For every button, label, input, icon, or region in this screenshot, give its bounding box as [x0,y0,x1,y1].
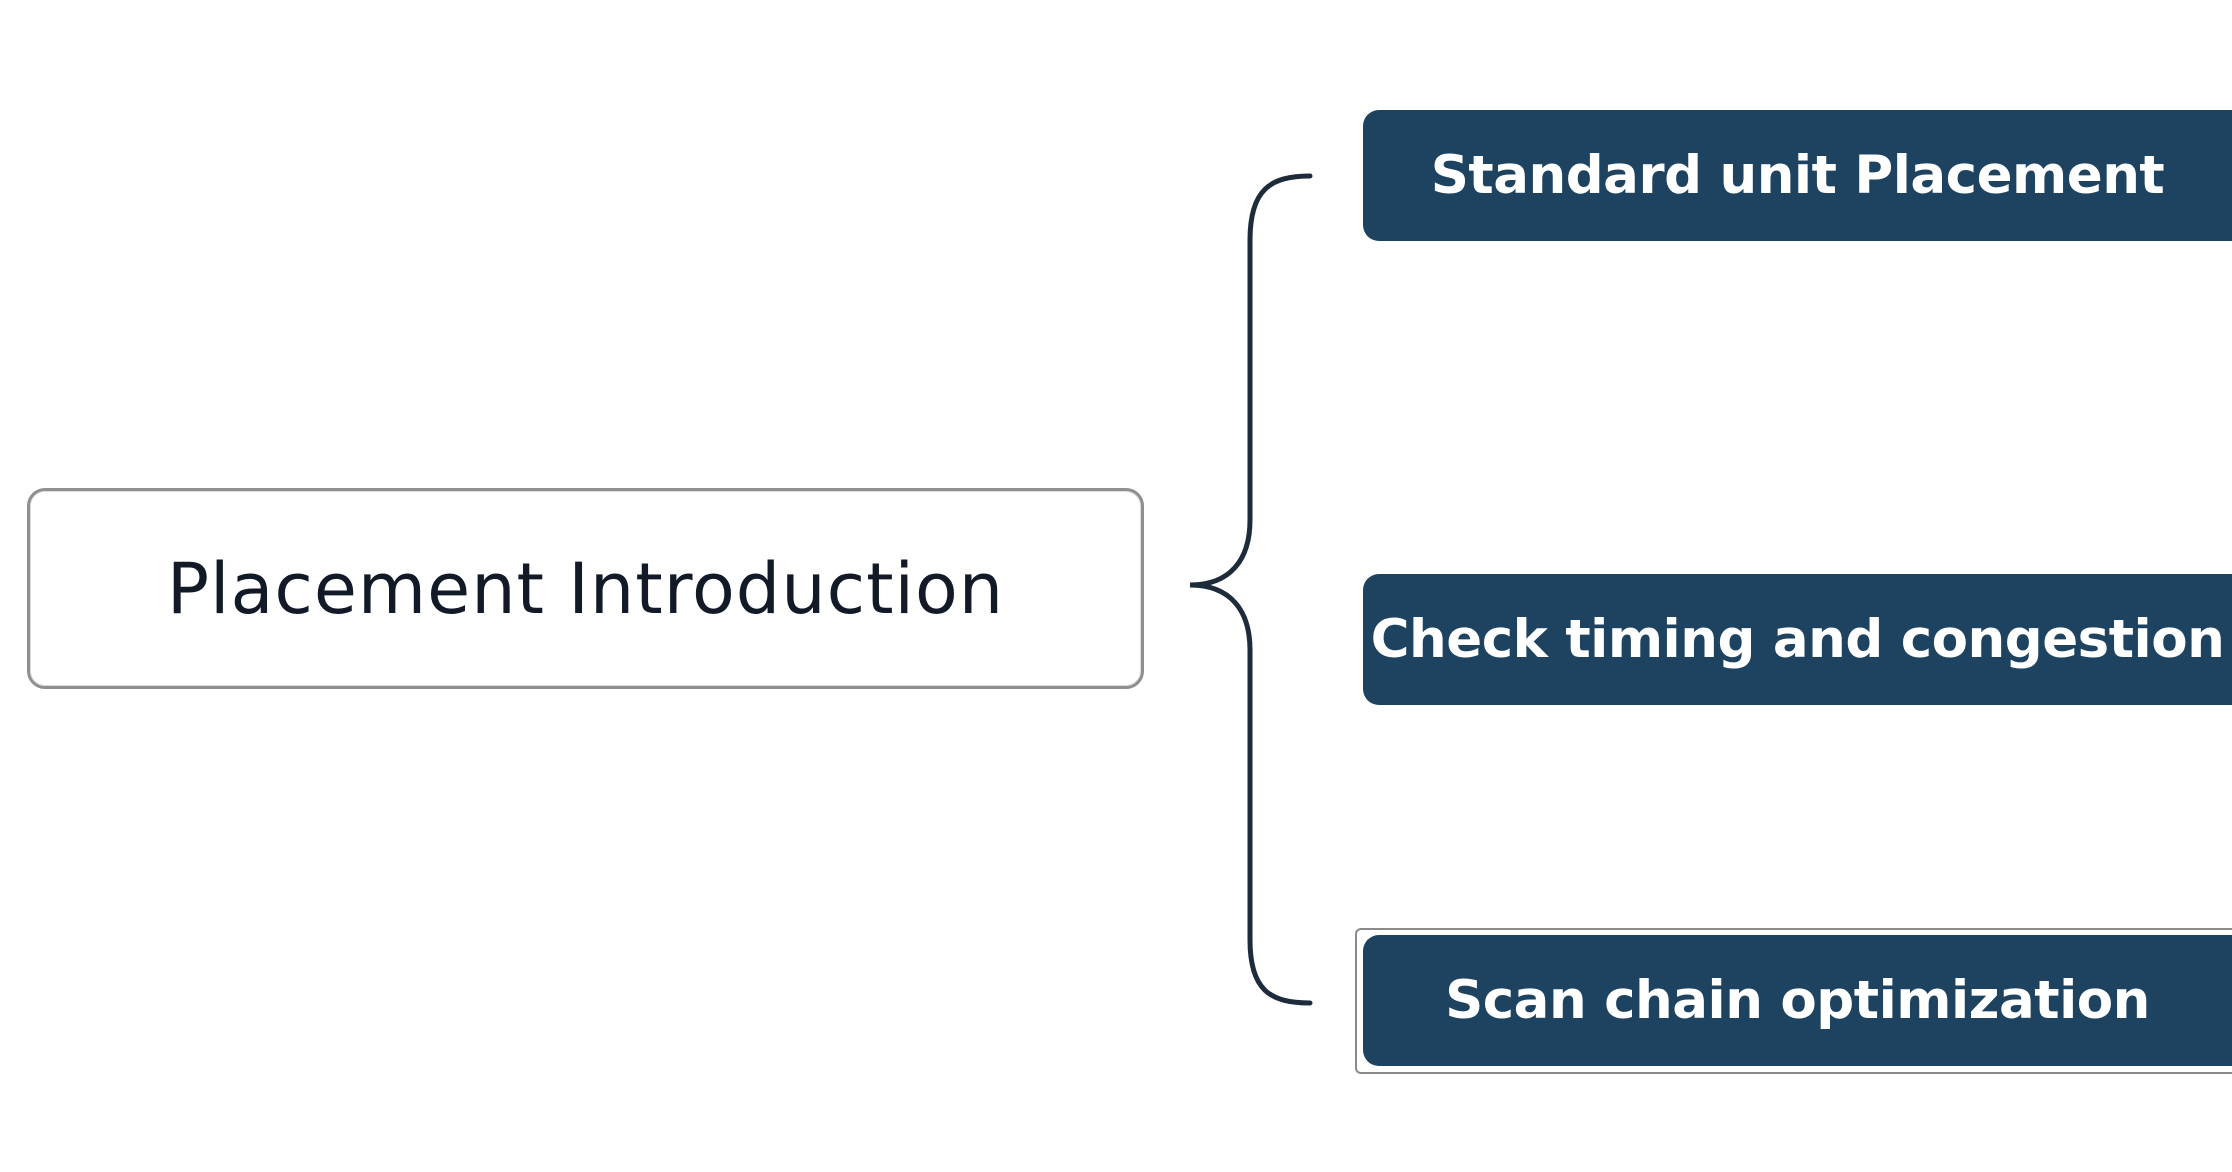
root-topic-node[interactable]: Placement Introduction [27,488,1144,689]
subtopic-node-standard-unit-placement[interactable]: Standard unit Placement [1363,110,2232,241]
subtopic-label: Check timing and congestion [1370,609,2225,670]
curly-brace-connector [1189,173,1313,1006]
selection-outline [1355,928,2232,1074]
subtopic-node-check-timing[interactable]: Check timing and congestion [1363,574,2232,705]
root-topic-label: Placement Introduction [166,547,1005,630]
subtopic-node-scan-chain-optimization[interactable]: Scan chain optimization [1363,935,2232,1066]
subtopic-label: Scan chain optimization [1445,970,2150,1031]
subtopic-label: Standard unit Placement [1430,145,2165,206]
